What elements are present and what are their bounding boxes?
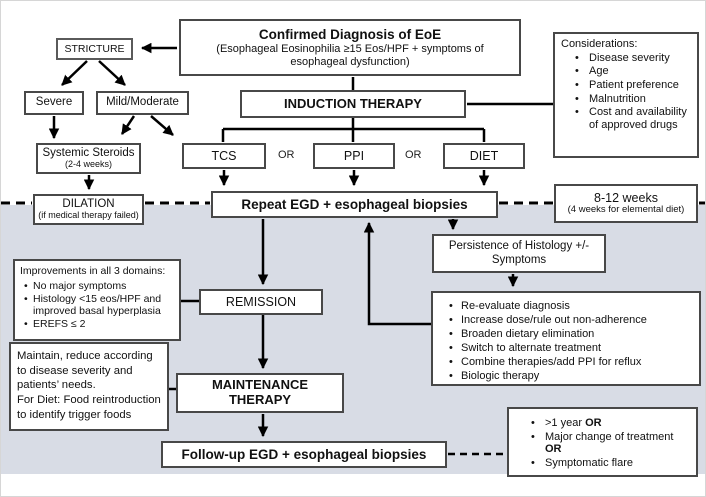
node-duration-8-12-weeks: 8-12 weeks (4 weeks for elemental diet)	[554, 184, 698, 223]
actions-list: •Re-evaluate diagnosis •Increase dose/ru…	[439, 298, 647, 383]
considerations-title: Considerations:	[561, 38, 638, 50]
node-note: (2-4 weeks)	[64, 159, 112, 170]
bullet-glyph: •	[449, 370, 453, 383]
bullet-glyph: •	[531, 430, 535, 443]
list-item: •Combine therapies/add PPI for reflux	[439, 356, 647, 369]
node-severe: Severe	[24, 91, 84, 115]
node-label: Mild/Moderate	[106, 96, 179, 109]
node-mild-moderate: Mild/Moderate	[96, 91, 189, 115]
bullet-glyph: •	[531, 457, 535, 470]
node-note: (4 weeks for elemental diet)	[567, 204, 685, 216]
criteria-title: Improvements in all 3 domains:	[20, 265, 166, 277]
node-persistence-actions: •Re-evaluate diagnosis •Increase dose/ru…	[431, 291, 701, 386]
bullet-glyph: •	[575, 92, 579, 105]
node-confirmed-diagnosis: Confirmed Diagnosis of EoE (Esophageal E…	[179, 19, 521, 76]
list-item: •Symptomatic flare	[515, 457, 685, 470]
node-maintenance-therapy: MAINTENANCE THERAPY	[176, 373, 344, 413]
conn-mild-steroids	[120, 115, 136, 135]
list-item: •Switch to alternate treatment	[439, 342, 647, 355]
node-maintain-note: Maintain, reduce according to disease se…	[9, 342, 169, 431]
node-label: Systemic Steroids	[42, 146, 135, 159]
node-label: TCS	[211, 148, 237, 163]
node-label: Follow-up EGD + esophageal biopsies	[181, 446, 427, 462]
bullet-glyph: •	[575, 65, 579, 78]
node-persistence-histology: Persistence of Histology +/- Symptoms	[432, 234, 606, 273]
node-systemic-steroids: Systemic Steroids (2-4 weeks)	[36, 143, 141, 174]
followup-criteria-list: •>1 year OR •Major change of treatment O…	[515, 415, 685, 470]
bullet-glyph: •	[24, 280, 28, 293]
node-subtitle: (Esophageal Eosinophilia ≥15 Eos/HPF + s…	[216, 43, 484, 68]
list-item: •>1 year OR	[515, 417, 685, 430]
node-remission: REMISSION	[199, 289, 323, 315]
list-item: •Disease severity	[561, 52, 689, 65]
list-item: •Re-evaluate diagnosis	[439, 300, 647, 313]
node-tcs: TCS	[182, 143, 266, 169]
list-item: •EREFS ≤ 2	[20, 318, 171, 330]
node-followup-criteria: •>1 year OR •Major change of treatment O…	[507, 407, 698, 477]
conn-actions-repeat	[363, 221, 431, 326]
bullet-glyph: •	[575, 78, 579, 91]
conn-mild-tcs	[150, 115, 174, 136]
node-label: REMISSION	[225, 294, 297, 309]
bullet-glyph: •	[449, 299, 453, 312]
list-item: •Biologic therapy	[439, 370, 647, 383]
bullet-glyph: •	[449, 341, 453, 354]
or-separator-1: OR	[278, 149, 295, 161]
node-note: (if medical therapy failed)	[38, 210, 139, 221]
note-line: For Diet: Food reintroduction to identif…	[17, 394, 161, 421]
node-label: PPI	[343, 148, 365, 163]
bullet-glyph: •	[531, 416, 535, 429]
note-line: Maintain, reduce according to disease se…	[17, 350, 153, 392]
criteria-list: •No major symptoms •Histology <15 eos/HP…	[20, 279, 171, 330]
node-label: Severe	[35, 96, 73, 109]
conn-induction-branch	[221, 118, 486, 142]
bullet-glyph: •	[24, 318, 28, 331]
node-label: 8-12 weeks	[594, 191, 658, 206]
bullet-glyph: •	[575, 51, 579, 64]
or-separator-2: OR	[405, 149, 422, 161]
node-dilation: DILATION (if medical therapy failed)	[33, 194, 144, 225]
bullet-glyph: •	[449, 313, 453, 326]
node-followup-egd: Follow-up EGD + esophageal biopsies	[161, 441, 447, 468]
bullet-glyph: •	[449, 327, 453, 340]
node-diet: DIET	[443, 143, 525, 169]
list-item: •Patient preference	[561, 79, 689, 92]
node-induction-therapy: INDUCTION THERAPY	[240, 90, 466, 118]
list-item: •No major symptoms	[20, 280, 171, 292]
bullet-glyph: •	[575, 106, 579, 119]
node-label: Repeat EGD + esophageal biopsies	[241, 196, 468, 212]
node-remission-criteria: Improvements in all 3 domains: •No major…	[13, 259, 181, 341]
node-label: Persistence of Histology +/- Symptoms	[448, 240, 590, 266]
conn-stricture-mild	[98, 60, 126, 86]
list-item: •Major change of treatment OR	[515, 431, 685, 456]
conn-stricture-severe	[61, 60, 88, 86]
node-ppi: PPI	[313, 143, 395, 169]
list-item: •Histology <15 eos/HPF and improved basa…	[20, 293, 171, 317]
list-item: •Malnutrition	[561, 93, 689, 106]
node-label: MAINTENANCE THERAPY	[211, 377, 309, 407]
bullet-glyph: •	[449, 356, 453, 369]
list-item: •Broaden dietary elimination	[439, 328, 647, 341]
node-considerations: Considerations: •Disease severity •Age •…	[553, 32, 699, 158]
node-label: INDUCTION THERAPY	[284, 95, 422, 111]
considerations-list: •Disease severity •Age •Patient preferen…	[561, 51, 689, 132]
list-item: •Increase dose/rule out non-adherence	[439, 314, 647, 327]
bullet-glyph: •	[24, 293, 28, 306]
node-title: Confirmed Diagnosis of EoE	[258, 26, 442, 42]
list-item: •Cost and availability of approved drugs	[561, 106, 689, 131]
node-label: DIET	[469, 148, 499, 163]
node-repeat-egd: Repeat EGD + esophageal biopsies	[211, 191, 498, 218]
node-stricture: STRICTURE	[56, 38, 133, 60]
node-label: DILATION	[62, 197, 115, 210]
list-item: •Age	[561, 65, 689, 78]
node-label: STRICTURE	[64, 42, 125, 55]
